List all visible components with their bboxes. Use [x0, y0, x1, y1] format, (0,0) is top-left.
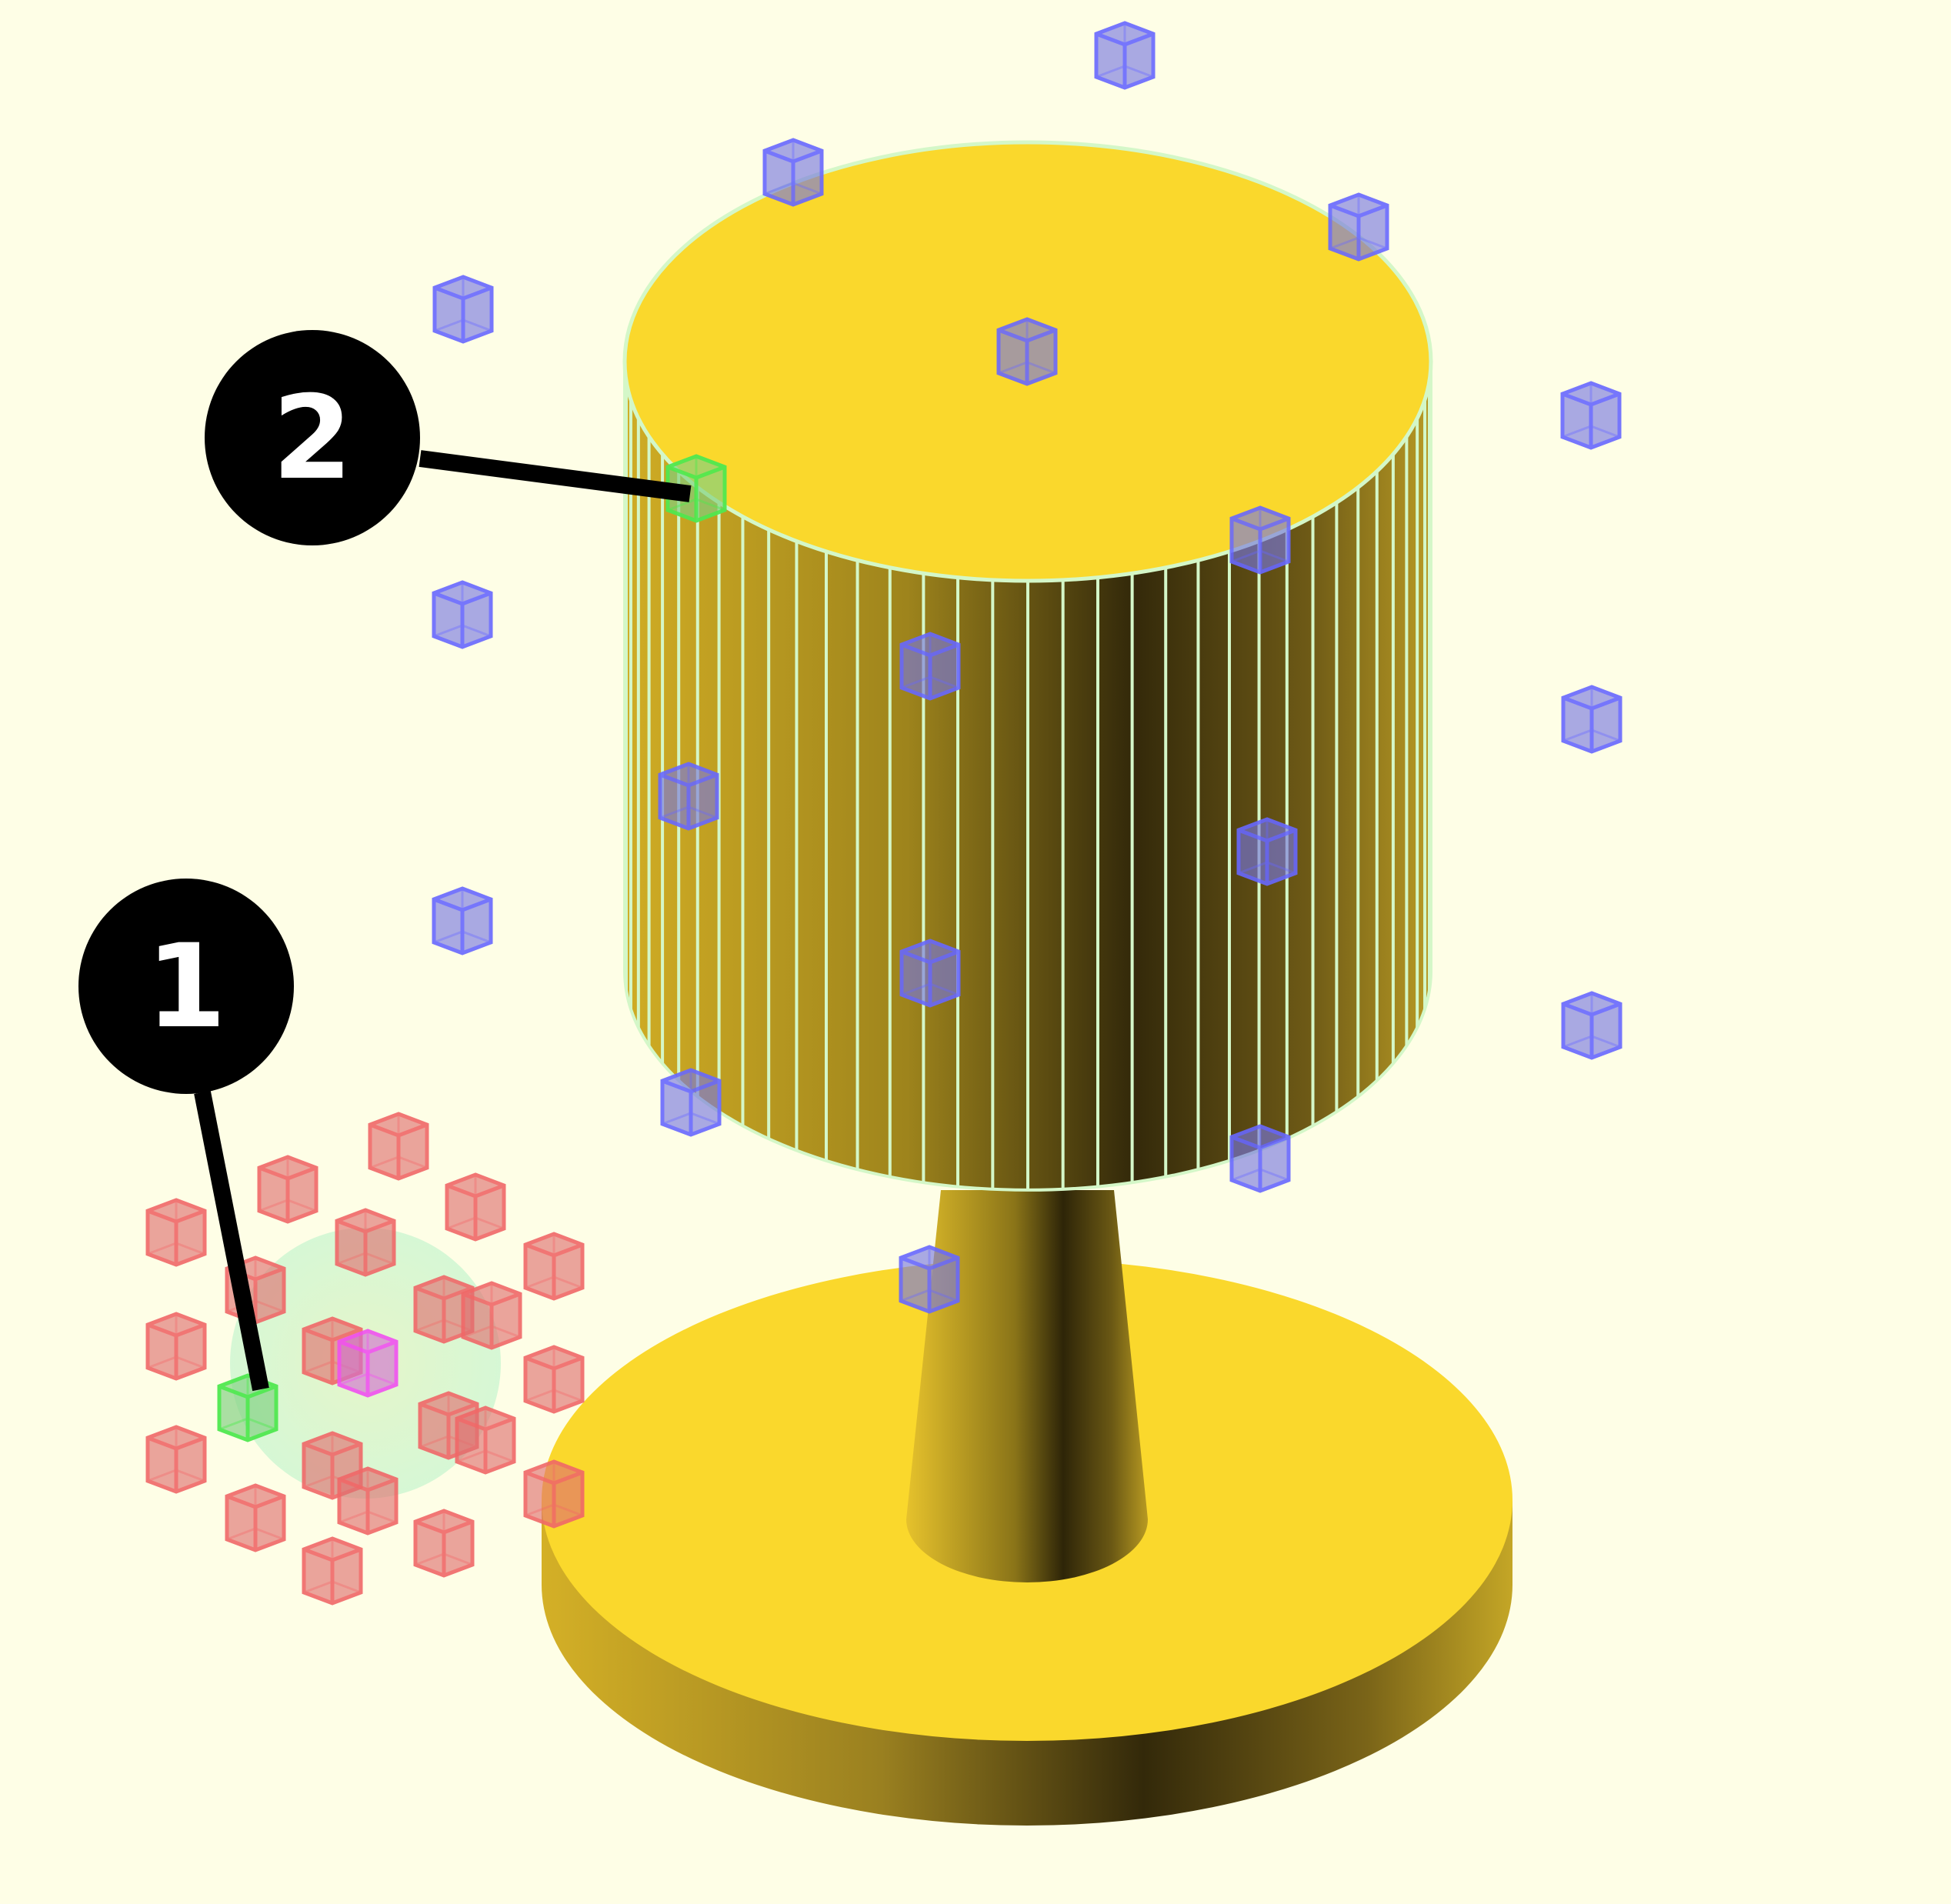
callout-leader-line — [194, 1090, 269, 1392]
selected-cubes — [217, 454, 727, 1442]
red-cube-icon[interactable] — [523, 1232, 585, 1301]
blue-cube-icon[interactable] — [1229, 1124, 1291, 1193]
red-cube-icon[interactable] — [145, 1425, 207, 1494]
red-cube-icon[interactable] — [257, 1155, 318, 1224]
blue-cube-icon[interactable] — [996, 317, 1058, 386]
callout-number: 1 — [146, 920, 226, 1054]
callout-2: 2 — [205, 330, 692, 545]
stem-body — [906, 1190, 1148, 1582]
model-stem — [906, 1190, 1148, 1582]
blue-cube-icon[interactable] — [899, 632, 961, 701]
blue-cube-icon[interactable] — [762, 138, 824, 207]
red-marker-cubes — [145, 1112, 585, 1606]
red-cube-icon[interactable] — [413, 1275, 475, 1344]
blue-cube-icon[interactable] — [1328, 192, 1389, 262]
blue-cube-icon[interactable] — [1560, 381, 1622, 450]
callout-1: 1 — [78, 879, 294, 1392]
red-cube-icon[interactable] — [368, 1112, 429, 1181]
blue-cube-icon[interactable] — [899, 939, 961, 1008]
blue-cube-icon[interactable] — [1094, 21, 1156, 90]
blue-cube-icon[interactable] — [899, 1245, 960, 1314]
blue-cube-icon[interactable] — [1561, 991, 1622, 1060]
blue-cube-icon[interactable] — [432, 886, 493, 955]
blue-cube-icon[interactable] — [432, 580, 493, 649]
model-top-cylinder — [622, 140, 1433, 1192]
red-cube-icon[interactable] — [145, 1312, 207, 1381]
callout-number: 2 — [272, 372, 352, 505]
blue-marker-cubes — [432, 21, 1622, 1314]
callout-leader-line — [419, 450, 692, 502]
blue-cube-icon[interactable] — [660, 1068, 722, 1137]
green-cube-icon-1[interactable] — [217, 1373, 278, 1442]
blue-cube-icon[interactable] — [432, 275, 494, 344]
red-cube-icon[interactable] — [455, 1405, 516, 1475]
red-cube-icon[interactable] — [523, 1345, 585, 1414]
callout-badge — [205, 330, 420, 545]
red-cube-icon[interactable] — [523, 1459, 585, 1529]
red-cube-icon[interactable] — [461, 1281, 522, 1350]
blue-cube-icon[interactable] — [1236, 817, 1298, 886]
green-cube-icon-2[interactable] — [665, 454, 727, 523]
blue-cube-icon[interactable] — [1229, 505, 1291, 575]
magenta-cube-icon[interactable] — [337, 1329, 399, 1398]
red-cube-icon[interactable] — [145, 1198, 207, 1267]
red-cube-icon[interactable] — [445, 1172, 506, 1242]
blue-cube-icon[interactable] — [658, 762, 719, 831]
red-cube-icon[interactable] — [302, 1536, 363, 1606]
callouts: 12 — [78, 330, 692, 1392]
red-cube-icon[interactable] — [413, 1509, 475, 1578]
blue-cube-icon[interactable] — [1561, 685, 1622, 754]
red-cube-icon[interactable] — [335, 1208, 396, 1277]
red-cube-icon[interactable] — [225, 1483, 286, 1552]
callout-badge — [78, 879, 294, 1094]
red-cube-icon[interactable] — [337, 1466, 399, 1536]
